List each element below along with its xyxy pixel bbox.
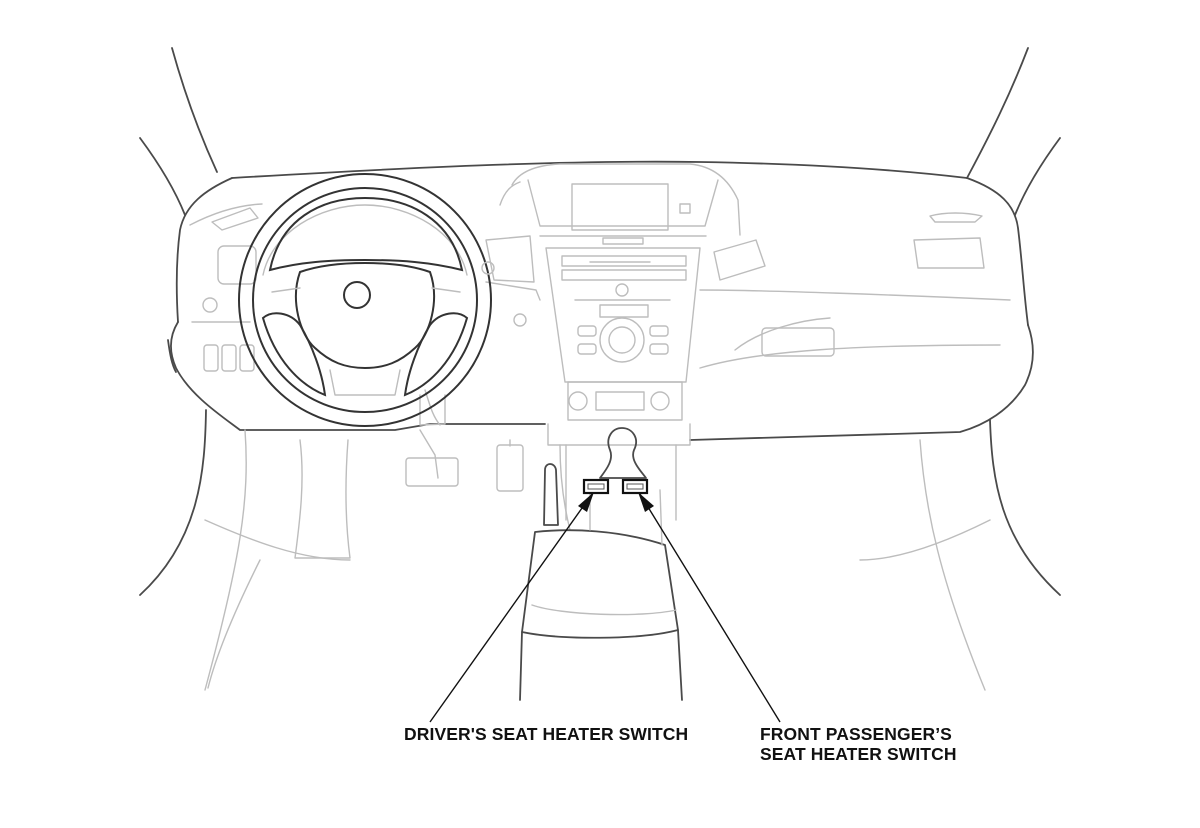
driver-leader-line: [429, 493, 593, 723]
pedals: [294, 389, 524, 559]
passenger-seat-heater-switch-label-line2: SEAT HEATER SWITCH: [760, 744, 957, 764]
driver-seat-heater-switch: [582, 478, 610, 495]
passenger-seat-heater-switch-label-line1: FRONT PASSENGER’S: [760, 724, 952, 744]
leader-lines: [429, 492, 781, 723]
seat-heater-switches: [582, 478, 649, 495]
passenger-side-panel: [699, 212, 1011, 369]
driver-seat-heater-switch-label: DRIVER'S SEAT HEATER SWITCH: [404, 724, 689, 744]
passenger-arrowhead: [638, 492, 654, 512]
driver-arrowhead: [578, 492, 594, 512]
dashboard-outline: [167, 160, 1034, 441]
center-stack: [499, 163, 741, 446]
driver-side-panel: [189, 203, 541, 372]
passenger-seat-heater-switch: [621, 478, 649, 495]
center-console: [519, 427, 683, 701]
floor-sides: [139, 409, 1061, 691]
passenger-leader-line: [639, 493, 781, 723]
windshield-frame: [139, 47, 1061, 216]
steering-wheel: [238, 173, 495, 427]
